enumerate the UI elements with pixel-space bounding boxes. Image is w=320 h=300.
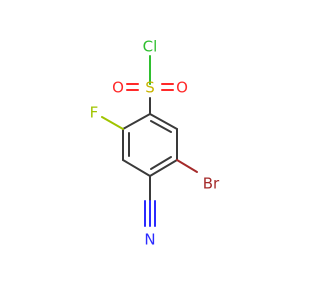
bond-c1-c2 <box>149 113 178 130</box>
atom-s-label: S <box>145 79 155 97</box>
bond-c6-c1 <box>122 113 151 130</box>
atom-o-right-label: O <box>176 79 188 97</box>
bond-inner-c3-c4 <box>150 156 172 170</box>
atom-br-label: Br <box>203 175 220 193</box>
molecule-structure: Cl S O O F Br N <box>90 38 220 249</box>
bond-inner-c1-c2 <box>150 120 172 133</box>
atom-n-label: N <box>144 231 155 249</box>
atom-label-layer: Cl S O O F Br N <box>90 38 220 249</box>
bond-layer <box>101 55 198 227</box>
atom-cl-label: Cl <box>143 38 158 56</box>
bond-c3-c4 <box>149 159 178 177</box>
bond-c3-br <box>176 159 198 173</box>
bond-c4-c5 <box>122 159 151 177</box>
atom-f-label: F <box>90 104 99 122</box>
atom-o-left-label: O <box>112 79 124 97</box>
molecule-canvas: Cl S O O F Br N <box>89 37 221 249</box>
bond-c6-f <box>101 116 124 130</box>
